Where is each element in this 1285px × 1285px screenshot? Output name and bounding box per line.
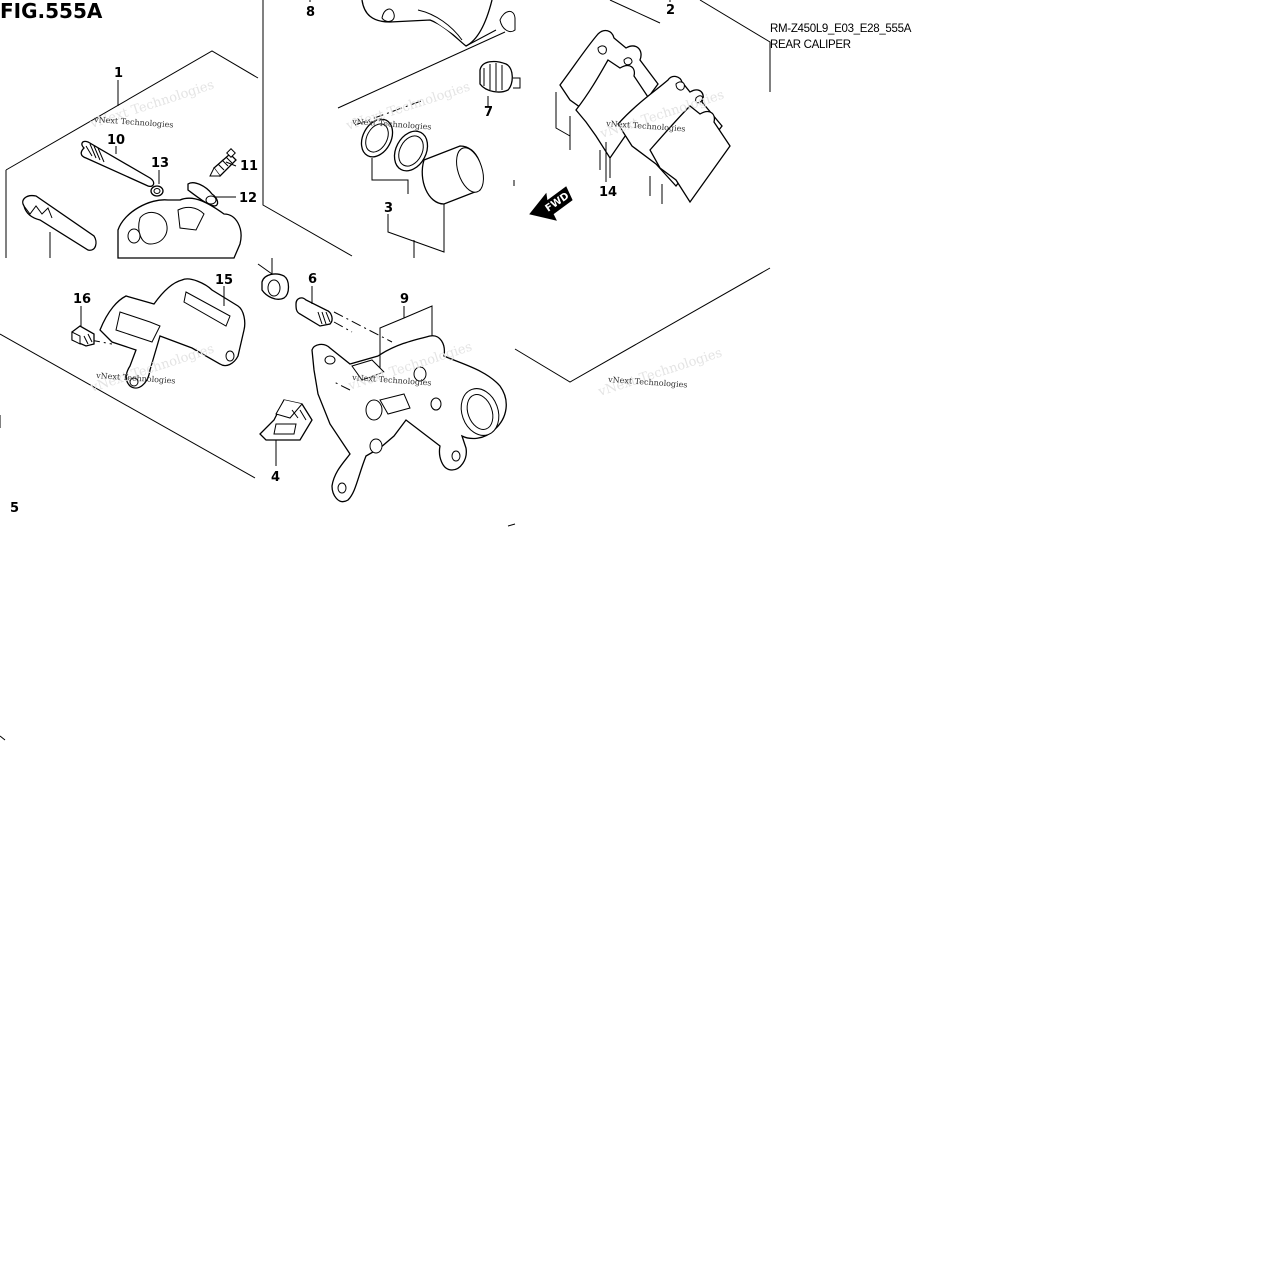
callout-2: 2 [666,3,675,18]
leader-lines [80,0,671,466]
pin-boot-part-5 [257,258,290,300]
callout-7: 7 [484,105,493,120]
boot-part-7 [479,60,521,93]
callout-13: 13 [151,156,169,171]
caliper-bracket-part-15 [89,278,246,389]
caliper-assembly-part-1 [22,194,242,259]
caliper-body-part-8 [361,0,516,47]
slide-pin-part-10 [80,140,155,188]
caliper-bracket-part-9 [311,311,507,503]
bleeder-cap-part-12 [187,182,219,207]
callout-6: 6 [308,272,317,287]
callout-14: 14 [599,185,617,200]
panel-frames [0,0,771,741]
callout-12: 12 [239,191,257,206]
bleeder-valve-part-11 [209,148,237,177]
callout-9: 9 [400,292,409,307]
callout-10: 10 [107,133,125,148]
callout-4: 4 [271,470,280,485]
watermark-ghost-6: vNext Technologies [596,346,724,400]
o-ring-part-13 [150,185,164,197]
callout-5: 5 [10,501,19,516]
figure-title: FIG.555A [0,0,103,23]
callout-16: 16 [73,292,91,307]
fwd-direction-arrow: FWD [513,180,573,221]
slide-pin-part-6 [295,297,353,333]
brake-pads-part-14 [555,29,731,204]
callout-8: 8 [306,5,315,20]
figure-code: RM-Z450L9_E03_E28_555A [770,23,912,35]
piston-seal-part-3 [354,99,484,205]
callout-15: 15 [215,273,233,288]
bolt-part-16 [71,325,95,347]
callouts: 1 2 3 4 5 6 7 8 9 10 11 12 13 14 15 16 [10,3,675,516]
callout-11: 11 [240,159,258,174]
callout-3: 3 [384,201,393,216]
pad-spring-part-4 [259,399,313,441]
callout-1: 1 [114,66,123,81]
figure-name: REAR CALIPER [770,39,851,51]
